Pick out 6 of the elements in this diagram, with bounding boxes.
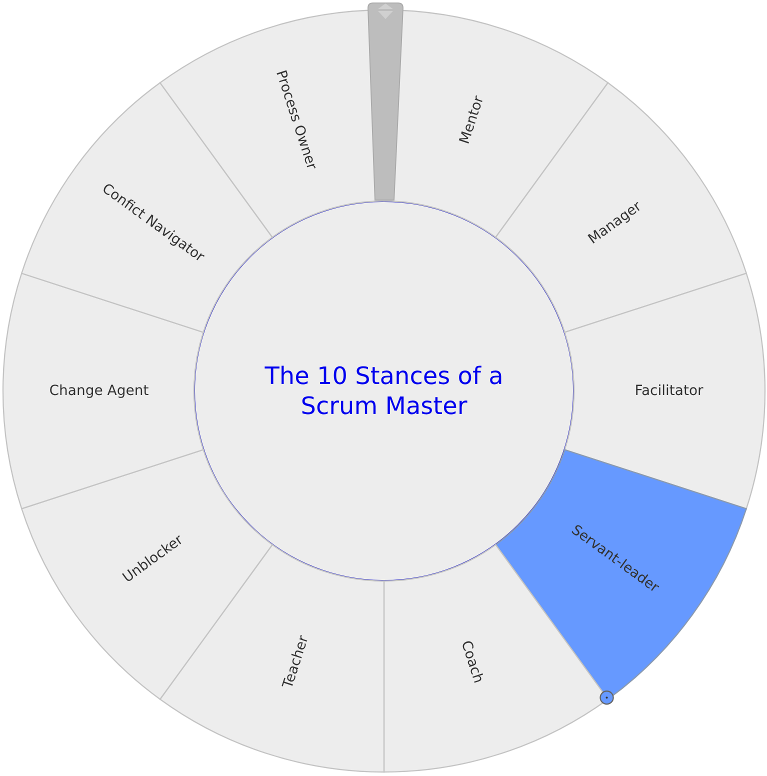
segment-label: Facilitator bbox=[634, 383, 704, 399]
segment-label: Change Agent bbox=[49, 383, 149, 399]
segment-label: Mentor bbox=[456, 94, 488, 146]
wheel-title: The 10 Stances of a Scrum Master bbox=[264, 361, 504, 421]
segment-label: Coach bbox=[458, 638, 486, 686]
segment-label: Process Owner bbox=[272, 68, 320, 172]
